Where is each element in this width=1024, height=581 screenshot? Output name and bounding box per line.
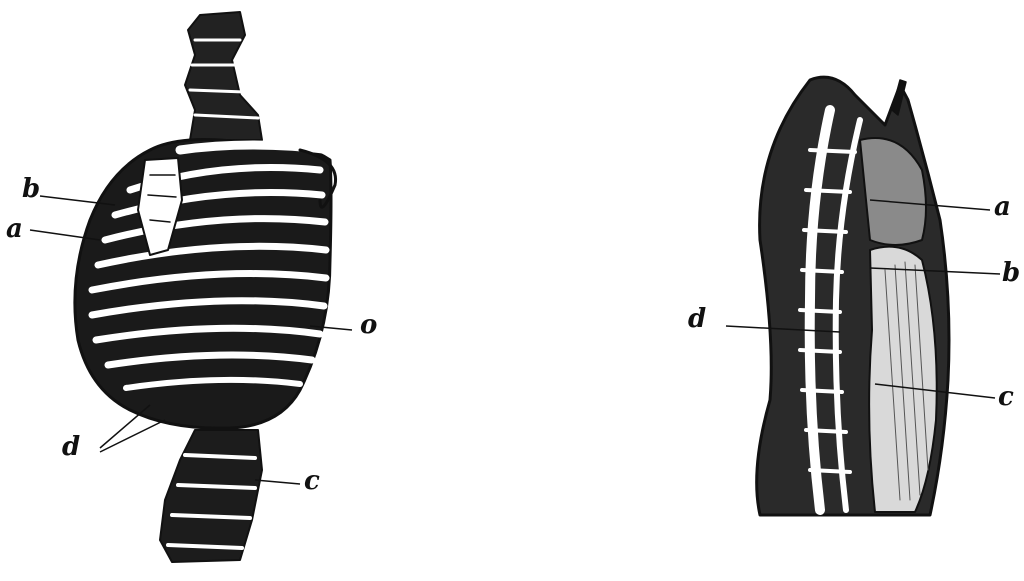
- rib-cage-leader-lines: [0, 0, 520, 581]
- rib-cage-illustration: b a o d c: [0, 0, 520, 581]
- label-b: b: [22, 176, 40, 202]
- label-o: o: [360, 312, 377, 338]
- label-c: c: [998, 384, 1014, 410]
- label-b: b: [1002, 260, 1020, 286]
- label-d: d: [688, 306, 706, 332]
- spine-section-leader-lines: [660, 0, 1024, 581]
- label-d: d: [62, 434, 80, 460]
- label-a: a: [6, 216, 23, 242]
- spine-section-illustration: a b d c: [660, 0, 1024, 581]
- label-a: a: [994, 194, 1011, 220]
- label-c: c: [304, 468, 320, 494]
